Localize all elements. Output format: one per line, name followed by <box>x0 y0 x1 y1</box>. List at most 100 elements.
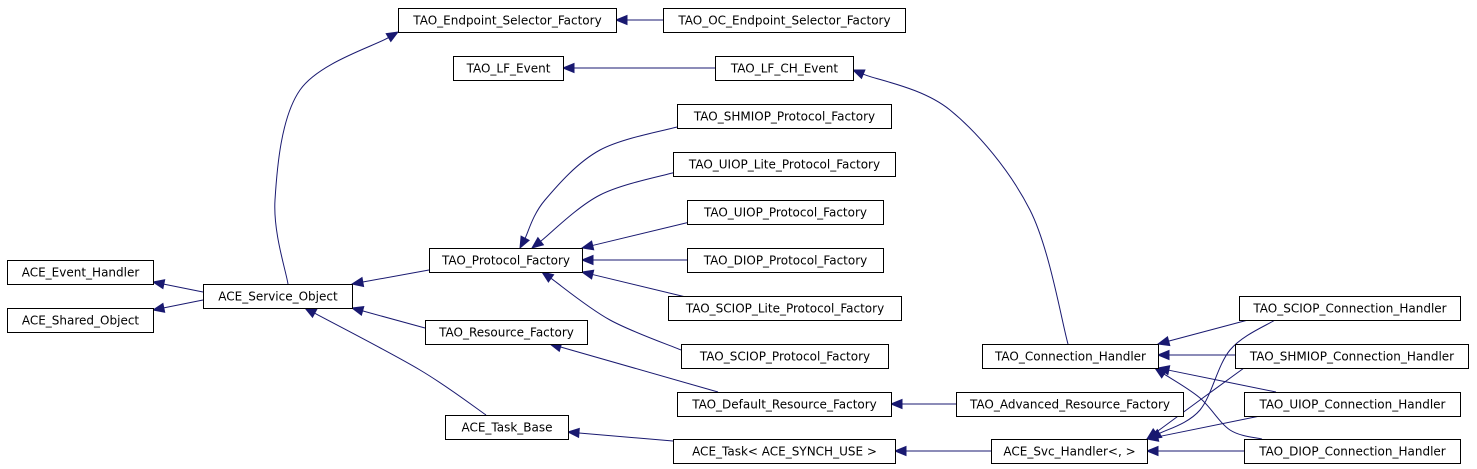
class-node-label: TAO_SHMIOP_Connection_Handler <box>1249 350 1454 364</box>
class-node-label: ACE_Task< ACE_SYNCH_USE > <box>692 445 877 459</box>
class-node-endpoint-selector-factory[interactable]: TAO_Endpoint_Selector_Factory <box>398 8 617 33</box>
edge-ace_task-to-task_base <box>566 427 674 442</box>
class-node-box <box>991 439 1148 464</box>
edge-diop_protocol_factory-to-protocol_factory <box>580 254 687 266</box>
class-node-connection-handler[interactable]: TAO_Connection_Handler <box>982 344 1159 369</box>
class-node-box <box>1235 344 1469 369</box>
class-node-box <box>715 56 854 81</box>
edge-oc_endpoint_selector_factory-to-endpoint_selector_factory <box>614 14 663 26</box>
edge-line <box>560 346 719 393</box>
class-node-box <box>453 56 564 81</box>
class-node-shmiop-protocol-factory[interactable]: TAO_SHMIOP_Protocol_Factory <box>677 104 892 129</box>
class-node-box <box>398 8 617 33</box>
class-node-box <box>668 296 902 321</box>
edge-arrowhead <box>580 254 594 266</box>
class-node-event-handler[interactable]: ACE_Event_Handler <box>7 260 154 285</box>
class-node-label: TAO_UIOP_Connection_Handler <box>1259 398 1446 412</box>
edge-protocol_factory-to-service_object <box>350 269 430 288</box>
edge-arrowhead <box>303 307 318 319</box>
class-node-box <box>1239 296 1461 321</box>
class-node-protocol-factory[interactable]: TAO_Protocol_Factory <box>429 248 583 273</box>
class-node-label: TAO_OC_Endpoint_Selector_Factory <box>677 14 890 28</box>
edge-svc_handler-to-ace_task <box>893 445 991 457</box>
edge-diop_connection_handler-to-connection_handler <box>1153 367 1263 440</box>
class-node-label: TAO_LF_CH_Event <box>730 62 839 76</box>
edge-line <box>540 171 677 242</box>
class-node-sciop-protocol-factory[interactable]: TAO_SCIOP_Protocol_Factory <box>681 344 889 369</box>
edge-arrowhead <box>580 269 595 280</box>
class-node-box <box>1244 439 1461 464</box>
class-node-label: TAO_Protocol_Factory <box>441 254 570 268</box>
class-node-uiop-connection-handler[interactable]: TAO_UIOP_Connection_Handler <box>1244 392 1461 417</box>
class-node-sciop-lite-protocol-factory[interactable]: TAO_SCIOP_Lite_Protocol_Factory <box>668 296 902 321</box>
class-node-oc-endpoint-selector-factory[interactable]: TAO_OC_Endpoint_Selector_Factory <box>663 8 906 33</box>
class-node-label: TAO_LF_Event <box>466 62 551 76</box>
edge-line <box>362 310 426 329</box>
edge-arrowhead <box>580 240 595 251</box>
class-node-diop-connection-handler[interactable]: TAO_DIOP_Connection_Handler <box>1244 439 1461 464</box>
edge-arrowhead <box>1145 431 1160 442</box>
edge-arrowhead <box>519 235 530 250</box>
edge-line <box>592 274 691 299</box>
class-node-label: ACE_Service_Object <box>218 290 338 304</box>
edge-line <box>592 221 691 246</box>
class-node-label: TAO_DIOP_Connection_Handler <box>1258 445 1446 459</box>
class-node-box <box>7 308 154 333</box>
class-node-box <box>687 248 884 273</box>
edge-arrowhead <box>350 276 365 288</box>
edge-arrowhead <box>151 279 166 290</box>
class-node-label: TAO_Endpoint_Selector_Factory <box>412 14 601 28</box>
class-node-label: TAO_UIOP_Lite_Protocol_Factory <box>688 158 880 172</box>
edge-uiop_protocol_factory-to-protocol_factory <box>580 221 691 251</box>
class-node-uiop-lite-protocol-factory[interactable]: TAO_UIOP_Lite_Protocol_Factory <box>673 152 896 177</box>
class-node-label: TAO_SCIOP_Connection_Handler <box>1252 302 1446 316</box>
class-node-task-base[interactable]: ACE_Task_Base <box>445 415 569 440</box>
edge-connection_handler-to-lf_ch_event <box>851 69 1069 345</box>
class-node-box <box>956 392 1184 417</box>
class-node-sciop-connection-handler[interactable]: TAO_SCIOP_Connection_Handler <box>1239 296 1461 321</box>
class-node-ace-task[interactable]: ACE_Task< ACE_SYNCH_USE > <box>673 439 896 464</box>
edge-arrowhead <box>566 427 580 439</box>
edge-shmiop_connection_handler-to-connection_handler <box>1156 349 1235 361</box>
class-node-shmiop-connection-handler[interactable]: TAO_SHMIOP_Connection_Handler <box>1235 344 1469 369</box>
edge-advanced_resource_factory-to-default_resource_factory <box>889 398 956 410</box>
edge-uiop_lite_protocol_factory-to-protocol_factory <box>530 171 677 249</box>
class-node-advanced-resource-factory[interactable]: TAO_Advanced_Resource_Factory <box>956 392 1184 417</box>
edge-resource_factory-to-service_object <box>350 306 426 329</box>
class-node-box <box>1244 392 1461 417</box>
class-node-lf-ch-event[interactable]: TAO_LF_CH_Event <box>715 56 854 81</box>
class-node-service-object[interactable]: ACE_Service_Object <box>203 284 353 309</box>
class-node-box <box>982 344 1159 369</box>
edge-line <box>862 73 1069 345</box>
edge-arrowhead <box>1156 349 1170 361</box>
class-node-diop-protocol-factory[interactable]: TAO_DIOP_Protocol_Factory <box>687 248 884 273</box>
edge-arrowhead <box>561 62 575 74</box>
class-node-label: ACE_Task_Base <box>461 421 552 435</box>
edge-arrowhead <box>385 31 400 43</box>
edge-service_object-to-endpoint_selector_factory <box>274 31 400 285</box>
class-node-shared-object[interactable]: ACE_Shared_Object <box>7 308 154 333</box>
class-node-uiop-protocol-factory[interactable]: TAO_UIOP_Protocol_Factory <box>687 200 884 225</box>
edge-arrowhead <box>540 271 555 283</box>
class-node-resource-factory[interactable]: TAO_Resource_Factory <box>425 320 588 345</box>
edge-line <box>1157 415 1261 438</box>
edge-arrowhead <box>1153 367 1168 379</box>
class-node-lf-event[interactable]: TAO_LF_Event <box>453 56 564 81</box>
class-node-label: TAO_UIOP_Protocol_Factory <box>703 206 867 220</box>
class-node-box <box>681 344 889 369</box>
edge-shmiop_protocol_factory-to-protocol_factory <box>519 125 682 250</box>
edge-sciop_connection_handler-to-connection_handler <box>1156 319 1249 347</box>
class-node-svc-handler[interactable]: ACE_Svc_Handler<, > <box>991 439 1148 464</box>
edge-arrowhead <box>530 236 545 249</box>
class-node-label: ACE_Event_Handler <box>22 266 140 280</box>
edge-service_object-to-shared_object <box>151 299 204 313</box>
class-node-label: TAO_Default_Resource_Factory <box>691 398 877 412</box>
class-node-default-resource-factory[interactable]: TAO_Default_Resource_Factory <box>677 392 892 417</box>
class-node-box <box>7 260 154 285</box>
edge-diop_connection_handler-to-svc_handler <box>1145 445 1244 457</box>
edge-line <box>524 125 682 239</box>
edge-arrowhead <box>151 302 166 313</box>
edge-sciop_protocol_factory-to-protocol_factory <box>540 271 682 351</box>
class-node-box <box>663 8 906 33</box>
